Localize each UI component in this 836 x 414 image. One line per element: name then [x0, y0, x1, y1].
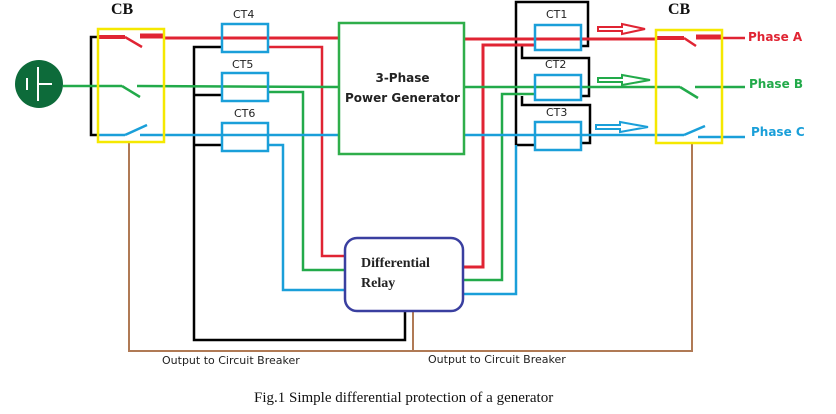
- figure-caption: Fig.1 Simple differential protection of …: [254, 390, 554, 406]
- phase-a-wiring: [97, 33, 745, 269]
- circuit-breaker-right: [654, 28, 724, 145]
- output-label-left: Output to Circuit Breaker: [162, 354, 300, 367]
- ct5-box: [220, 71, 270, 103]
- relay-label: Differential Relay: [361, 254, 430, 294]
- phase-a-label: Phase A: [748, 30, 803, 44]
- ct3-label: CT3: [546, 106, 568, 119]
- ct2-box: [533, 73, 583, 102]
- cb-left-label: CB: [111, 1, 134, 18]
- arrow-phase-b-icon: [597, 73, 651, 87]
- generator-label-line2: Power Generator: [345, 91, 460, 105]
- current-direction-arrows: [595, 22, 651, 134]
- circuit-breaker-left: [96, 27, 166, 144]
- generator-label: 3-Phase Power Generator: [345, 68, 460, 108]
- relay-label-line2: Relay: [361, 276, 396, 291]
- ct5-label: CT5: [232, 58, 254, 71]
- phase-c-wiring: [97, 123, 745, 296]
- ct-neutral-wiring-right: [514, 0, 592, 147]
- ac-source-icon: [15, 60, 63, 108]
- arrow-phase-c-icon: [595, 120, 649, 134]
- phase-b-wiring: [63, 84, 745, 282]
- phase-c-label: Phase C: [751, 125, 805, 139]
- ct6-label: CT6: [234, 107, 256, 120]
- ct3-box: [533, 120, 583, 152]
- arrow-phase-a-icon: [597, 22, 646, 36]
- ct1-label: CT1: [546, 8, 568, 21]
- ct6-box: [220, 121, 270, 153]
- output-label-right: Output to Circuit Breaker: [428, 353, 566, 366]
- ct4-label: CT4: [233, 8, 255, 21]
- cb-right-label: CB: [668, 1, 691, 18]
- relay-label-line1: Differential: [361, 256, 430, 271]
- ct1-box: [533, 23, 583, 52]
- phase-b-label: Phase B: [749, 77, 804, 91]
- differential-relay-box: [343, 236, 465, 313]
- ct-neutral-wiring-left: [192, 45, 407, 342]
- generator-label-line1: 3-Phase: [375, 71, 430, 85]
- ct2-label: CT2: [545, 58, 567, 71]
- trip-wiring: [128, 142, 693, 352]
- ct4-box: [220, 22, 270, 54]
- generator-box: [337, 21, 466, 156]
